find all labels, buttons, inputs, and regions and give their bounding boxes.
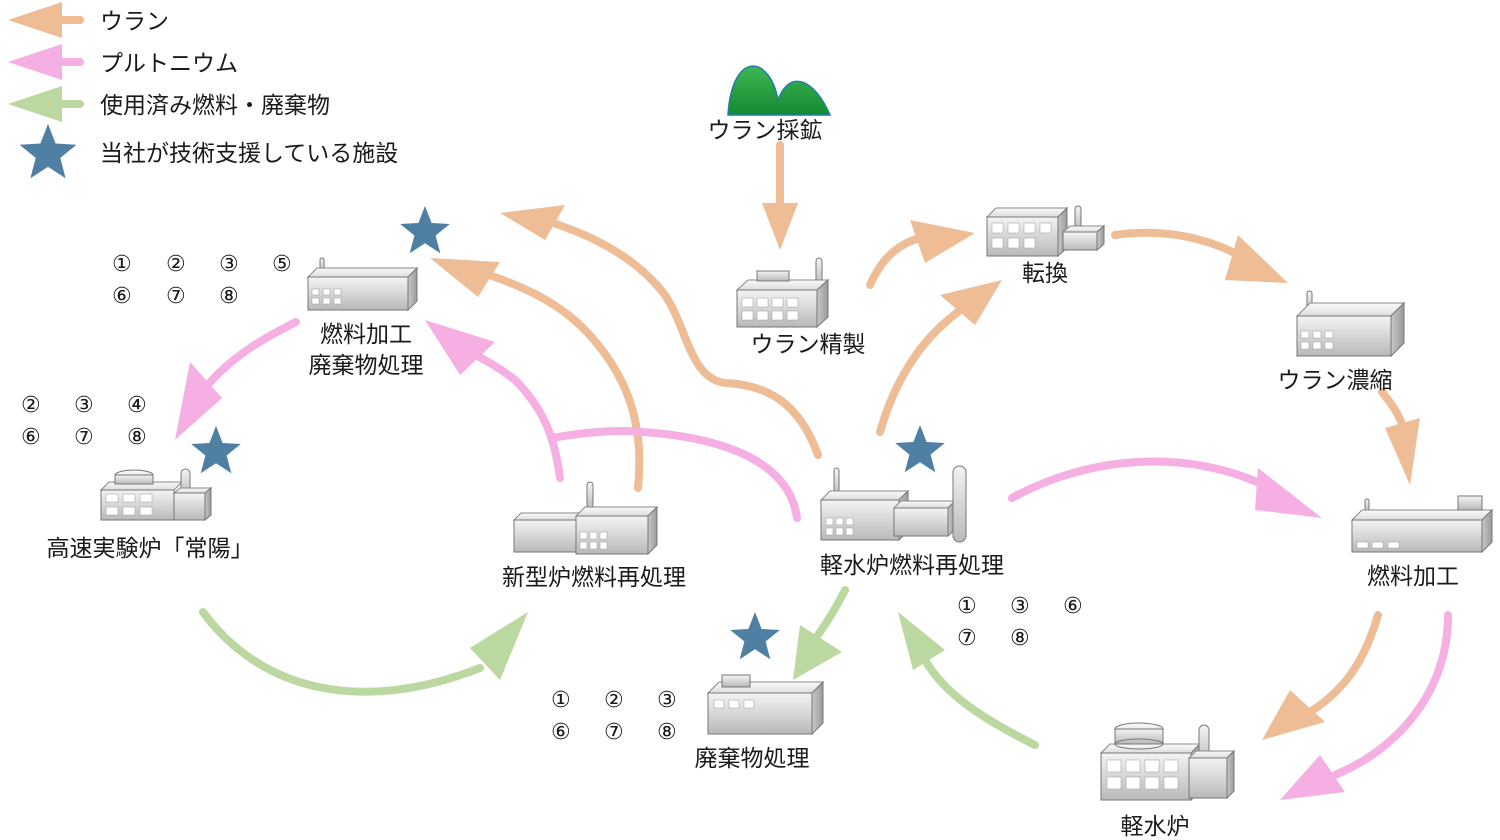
label-conversion: 転換 [1022,261,1068,287]
number-label: ⑧ [657,720,677,745]
number-label: ⑧ [1010,626,1030,651]
label-lwr-reprocessing: 軽水炉燃料再処理 [820,553,1004,579]
number-label: ⑥ [112,284,132,309]
number-label: ① [551,688,571,713]
uranium-arrowheads [430,203,1420,740]
number-label: ⑧ [127,425,147,450]
spent-fuel-flows [199,586,1039,749]
label-new-reprocessing: 新型炉燃料再処理 [502,565,686,591]
number-group-lwr-reprocessing: ① ③ ⑥ ⑦ ⑧ [957,594,1083,651]
legend-uranium-arrow [8,2,84,38]
plutonium-flows [201,318,1452,779]
number-label: ③ [1010,594,1030,619]
legend-spent-fuel-arrow [8,86,84,122]
number-label: ① [112,252,132,277]
number-label: ⑦ [166,284,186,309]
star-icon [730,612,780,660]
flow-arrows [175,141,1452,800]
number-label: ④ [127,393,147,418]
number-label: ⑥ [21,425,41,450]
number-label: ⑧ [219,284,239,309]
enrichment-plant-icon [1295,290,1406,358]
lwr-reprocessing-plant-icon [819,465,967,543]
label-fuel-fabrication-right: 燃料加工 [1367,564,1459,590]
number-label: ② [166,252,186,277]
number-label: ⑦ [957,626,977,651]
legend-plutonium-label: プルトニウム [100,51,238,77]
number-label: ⑥ [1063,594,1083,619]
plutonium-arrowheads [175,320,1345,800]
spent-fuel-arrowheads [470,612,945,680]
star-icon [400,206,450,254]
conversion-plant-icon [985,205,1106,258]
fuel-fabrication-plant-left-icon [306,257,419,312]
light-water-reactor-icon [1099,722,1236,802]
number-label: ③ [74,393,94,418]
legend-spent-fuel-label: 使用済み燃料・廃棄物 [100,93,330,119]
number-label: ③ [219,252,239,277]
number-label: ⑦ [604,720,624,745]
joyo-reactor-icon [99,468,213,522]
label-light-water-reactor: 軽水炉 [1121,814,1190,840]
label-waste-treatment-left: 廃棄物処理 [309,353,424,379]
label-joyo: 高速実験炉「常陽」 [47,536,254,562]
refining-plant-icon [735,257,830,329]
number-label: ② [604,688,624,713]
star-icon [191,426,241,474]
number-label: ③ [657,688,677,713]
number-label: ② [21,393,41,418]
new-reprocessing-plant-icon [512,481,659,556]
fuel-fabrication-plant-right-icon [1350,495,1494,554]
legend: ウラン プルトニウム 使用済み燃料・廃棄物 当社が技術支援している施設 [8,2,398,179]
star-icon [895,425,945,473]
label-waste-treatment: 廃棄物処理 [695,746,810,772]
label-enrichment: ウラン濃縮 [1278,368,1393,394]
number-group-fuel-fab-left: ① ② ③ ⑤ ⑥ ⑦ ⑧ [112,252,292,309]
number-label: ⑤ [272,252,292,277]
label-fuel-fabrication-left: 燃料加工 [320,322,412,348]
legend-star-icon [19,124,77,179]
number-label: ⑦ [74,425,94,450]
legend-uranium-label: ウラン [100,9,169,35]
legend-support-label: 当社が技術支援している施設 [100,141,398,167]
label-uranium-mining: ウラン採鉱 [708,118,823,144]
number-group-waste: ① ② ③ ⑥ ⑦ ⑧ [551,688,677,745]
number-label: ⑥ [551,720,571,745]
number-label: ① [957,594,977,619]
label-uranium-refining: ウラン精製 [751,332,866,358]
legend-plutonium-arrow [8,44,84,80]
number-group-joyo: ② ③ ④ ⑥ ⑦ ⑧ [21,393,147,450]
uranium-mine-icon [727,65,832,116]
support-stars [191,206,945,660]
waste-treatment-plant-icon [706,674,825,736]
